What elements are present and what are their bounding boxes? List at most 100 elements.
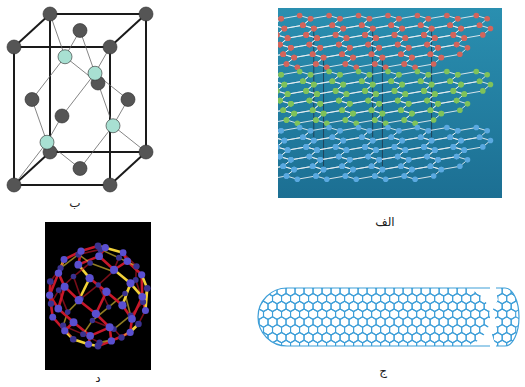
hexagon-ring <box>394 364 403 374</box>
hexagon-ring <box>375 166 412 179</box>
hexagon-ring <box>412 286 421 296</box>
carbon-atom <box>409 167 415 173</box>
hexagon-ring <box>498 371 507 381</box>
carbon-atom <box>343 117 349 123</box>
carbon-atom <box>401 117 407 123</box>
carbon-atom <box>340 138 346 144</box>
hexagon-ring <box>394 379 403 387</box>
carbon-atom <box>406 157 412 163</box>
carbon-atom <box>103 178 117 192</box>
carbon-atom <box>103 40 117 54</box>
cube-edge <box>110 14 146 47</box>
hexagon-ring <box>327 356 336 366</box>
carbon-atom <box>87 260 93 266</box>
carbon-atom <box>429 82 435 88</box>
carbon-atom <box>426 16 432 22</box>
hexagon-ring <box>507 371 516 381</box>
hexagon-ring <box>484 288 490 296</box>
carbon-atom <box>314 147 320 153</box>
carbon-atom <box>383 176 389 182</box>
carbon-atom <box>55 109 69 123</box>
carbon-atom <box>56 287 62 293</box>
carbon-atom <box>424 98 430 104</box>
carbon-atom <box>409 111 415 117</box>
hexagon-ring <box>417 278 426 288</box>
carbon-atom <box>447 134 453 140</box>
hexagon-ring <box>475 379 484 387</box>
hexagon-ring <box>444 325 453 335</box>
hexagon-ring <box>278 25 314 38</box>
carbon-atom <box>373 35 379 41</box>
carbon-atom <box>396 16 402 22</box>
carbon-atom <box>7 178 21 192</box>
carbon-atom <box>288 101 294 107</box>
hexagon-ring <box>448 332 457 342</box>
carbon-atom <box>428 52 434 58</box>
carbon-atom <box>392 88 398 94</box>
graphene-sheet <box>278 125 493 182</box>
carbon-atom <box>392 32 398 38</box>
carbon-atom <box>121 93 135 107</box>
hexagon-ring <box>304 364 313 374</box>
hexagon-ring <box>390 293 399 303</box>
carbon-atom <box>359 22 365 28</box>
carbon-atom <box>300 78 306 84</box>
carbon-atom <box>308 128 314 134</box>
carbon-atom <box>339 52 345 58</box>
carbon-atom <box>365 98 371 104</box>
carbon-atom <box>297 13 303 19</box>
carbon-atom <box>385 125 391 131</box>
hexagon-ring <box>484 332 493 342</box>
carbon-atom <box>403 35 409 41</box>
hexagon-ring <box>471 340 480 346</box>
hexagon-ring <box>291 371 300 381</box>
carbon-atom <box>372 117 378 123</box>
carbon-atom <box>474 13 480 19</box>
hexagon-ring <box>286 317 295 327</box>
carbon-atom <box>455 72 461 78</box>
hexagon-ring <box>421 286 430 296</box>
carbon-atom <box>439 55 445 61</box>
carbon-atom <box>401 117 407 123</box>
carbon-atom <box>426 128 432 134</box>
carbon-atom <box>280 108 286 114</box>
hexagon-ring <box>471 278 480 288</box>
hexagon-ring <box>448 286 457 296</box>
hexagon-ring <box>435 278 444 288</box>
carbon-atom <box>359 78 365 84</box>
hexagon-ring <box>259 288 268 296</box>
carbon-atom <box>135 321 142 328</box>
carbon-atom <box>362 32 368 38</box>
carbon-atom <box>307 98 313 104</box>
carbon-atom <box>280 108 286 114</box>
carbon-atom <box>362 32 368 38</box>
carbon-atom <box>278 128 284 134</box>
carbon-atom <box>330 22 336 28</box>
carbon-atom <box>347 101 353 107</box>
hexagon-ring <box>264 325 273 335</box>
carbon-atom <box>409 55 415 61</box>
carbon-atom <box>350 167 356 173</box>
carbon-atom <box>369 164 375 170</box>
carbon-atom <box>340 138 346 144</box>
carbon-atom <box>406 157 412 163</box>
carbon-atom <box>280 108 286 114</box>
carbon-atom <box>278 16 284 22</box>
carbon-atom <box>395 98 401 104</box>
carbon-atom <box>367 72 373 78</box>
carbon-atom <box>373 147 379 153</box>
hexagon-ring <box>385 286 394 296</box>
hexagon-ring <box>480 325 489 335</box>
carbon-atom <box>369 52 375 58</box>
graphene-sheet <box>278 69 493 126</box>
hexagon-ring <box>466 348 475 358</box>
carbon-atom <box>403 147 409 153</box>
carbon-atom <box>359 134 365 140</box>
carbon-atom <box>291 55 297 61</box>
carbon-atom <box>47 278 54 285</box>
hexagon-ring <box>327 309 336 319</box>
hexagon-ring <box>453 356 462 366</box>
carbon-atom <box>127 279 135 287</box>
hexagon-ring <box>278 137 314 150</box>
hexagon-ring <box>471 293 480 303</box>
